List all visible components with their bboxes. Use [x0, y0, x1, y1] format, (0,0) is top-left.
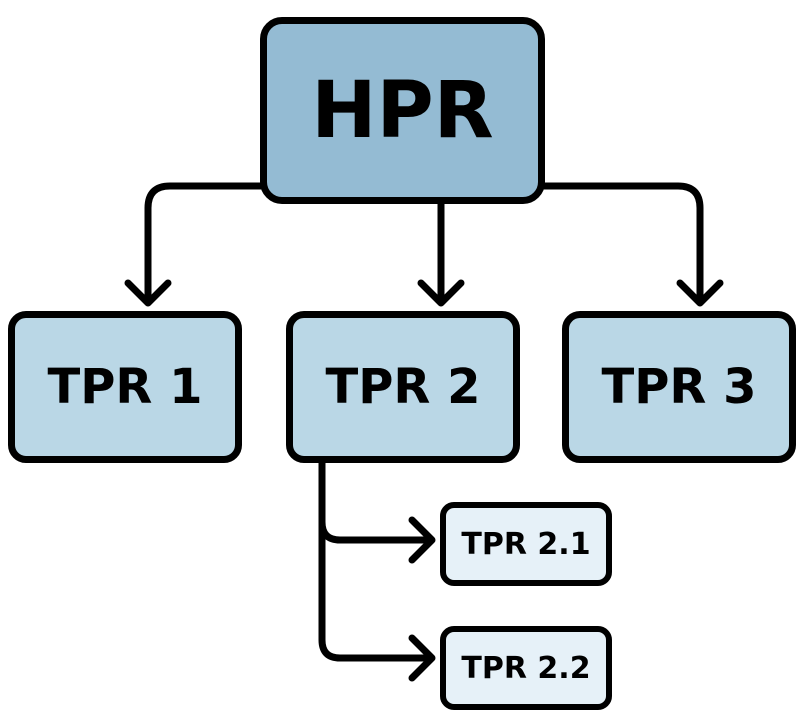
node-tpr-3-label: TPR 3 [601, 359, 757, 415]
node-tpr-3: TPR 3 [562, 311, 796, 463]
node-hpr-label: HPR [311, 65, 494, 156]
node-tpr-2-2: TPR 2.2 [440, 626, 612, 710]
node-tpr-2-2-label: TPR 2.2 [461, 650, 591, 686]
edge-hpr-tpr3 [539, 182, 724, 307]
node-tpr-2-1: TPR 2.1 [440, 502, 612, 586]
edge-hpr-tpr2 [417, 200, 465, 307]
edge-tpr2-tpr21 [318, 459, 436, 564]
edge-tpr2-tpr22 [318, 518, 436, 682]
node-tpr-1-label: TPR 1 [47, 359, 203, 415]
edge-hpr-tpr1 [124, 182, 266, 307]
node-tpr-2-1-label: TPR 2.1 [461, 526, 591, 562]
node-tpr-2: TPR 2 [286, 311, 520, 463]
node-tpr-2-label: TPR 2 [325, 359, 481, 415]
node-tpr-1: TPR 1 [8, 311, 242, 463]
node-hpr: HPR [260, 17, 545, 204]
